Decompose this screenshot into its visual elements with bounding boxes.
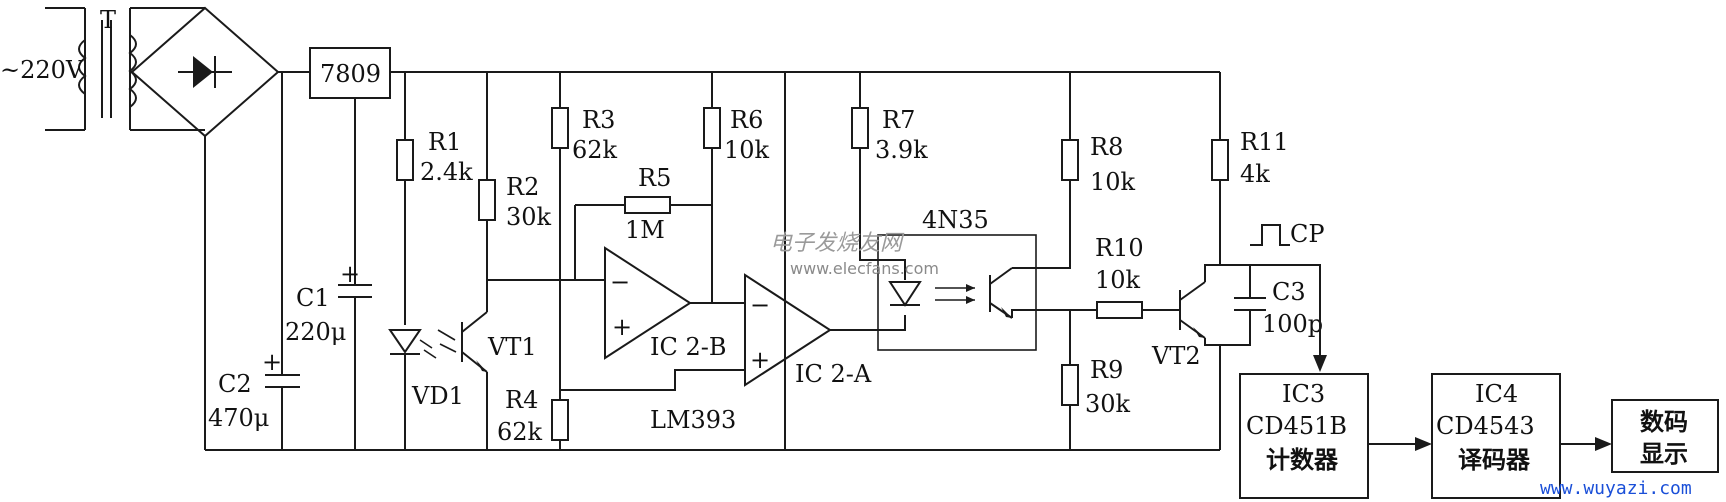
resistor-r9 [1061,364,1079,406]
transformer-label: T [100,6,116,34]
r8-name: R8 [1090,133,1123,161]
c1-value: 220μ [285,318,346,346]
r11-name: R11 [1240,128,1289,156]
resistor-r6 [703,107,721,149]
r10-value: 10k [1095,266,1141,294]
resistor-r10 [1096,301,1143,319]
r11-value: 4k [1240,160,1270,188]
phototransistor-vt1 [437,280,488,450]
ic2a-plus: + [750,346,770,374]
vt1-label: VT1 [487,333,537,361]
ic3-func: 计数器 [1266,446,1339,474]
capacitor-c2 [265,72,300,450]
c1-plus: + [340,260,360,288]
block-ic4 [1431,373,1561,499]
bridge-rectifier [130,6,305,450]
ic4-part: CD4543 [1436,412,1535,440]
cp-pulse-icon [1250,224,1290,246]
r2-name: R2 [506,173,539,201]
c2-plus: + [262,348,282,376]
vt2-label: VT2 [1151,342,1201,370]
block-display [1611,399,1719,473]
resistor-r3 [551,107,569,149]
ac-input-label: ~220V [0,56,84,84]
arrow-right-icon [1595,437,1612,451]
r1-value: 2.4k [420,158,473,186]
ic2b-minus: − [610,268,630,296]
comparator-ic2a [744,273,832,387]
c1-name: C1 [296,284,330,312]
r6-value: 10k [724,136,770,164]
display-line1: 数码 [1640,408,1688,436]
optocoupler-4n35 [877,234,1070,351]
r4-value: 62k [497,418,543,446]
regulator-label: 7809 [320,60,381,88]
watermark-site-url: www.elecfans.com [790,259,939,278]
resistor-r8 [1061,139,1079,181]
ic2b-plus: + [612,313,632,341]
led-vd1 [388,329,437,450]
resistor-r11 [1211,139,1229,181]
ic4-func: 译码器 [1458,446,1531,474]
optocoupler-label: 4N35 [922,206,989,234]
transistor-vt2 [1179,281,1221,450]
resistor-r7 [851,107,869,149]
r7-value: 3.9k [875,136,928,164]
r10-name: R10 [1095,234,1144,262]
block-ic3 [1239,373,1369,499]
c3-value: 100p [1262,310,1323,338]
arrow-down-icon [1313,355,1327,372]
ic2a-minus: − [750,291,770,319]
watermark-site-cn: 电子发烧友网 [770,231,905,256]
ic2b-label: IC 2-B [650,333,727,361]
r1-name: R1 [428,128,461,156]
display-line2: 显示 [1640,440,1688,468]
r8-value: 10k [1090,168,1136,196]
r9-value: 30k [1085,390,1131,418]
arrow-right-icon [1415,437,1432,451]
r5-value: 1M [625,216,665,244]
r2-value: 30k [506,203,552,231]
corner-url: www.wuyazi.com [1540,478,1692,499]
capacitor-c1 [338,284,372,450]
ic2a-label: IC 2-A [795,360,872,388]
transformer [45,7,205,131]
c3-name: C3 [1272,278,1306,306]
resistor-r1 [396,139,414,181]
r7-name: R7 [882,106,915,134]
r3-value: 62k [572,136,618,164]
r6-name: R6 [730,106,763,134]
r5-name: R5 [638,164,671,192]
resistor-r2 [478,179,496,221]
capacitor-c3 [1220,264,1266,346]
c2-name: C2 [218,370,252,398]
ic3-part: CD451B [1246,412,1347,440]
cp-label: CP [1290,220,1325,248]
resistor-r4 [551,399,569,441]
resistor-r5 [624,196,671,214]
ic3-name: IC3 [1282,380,1325,408]
c2-value: 470μ [208,404,269,432]
r3-name: R3 [582,106,615,134]
lm393-label: LM393 [650,406,736,434]
ic4-name: IC4 [1475,380,1518,408]
vd1-label: VD1 [411,382,464,410]
r9-name: R9 [1090,356,1123,384]
comparator-ic2b [604,246,692,360]
r4-name: R4 [505,386,538,414]
